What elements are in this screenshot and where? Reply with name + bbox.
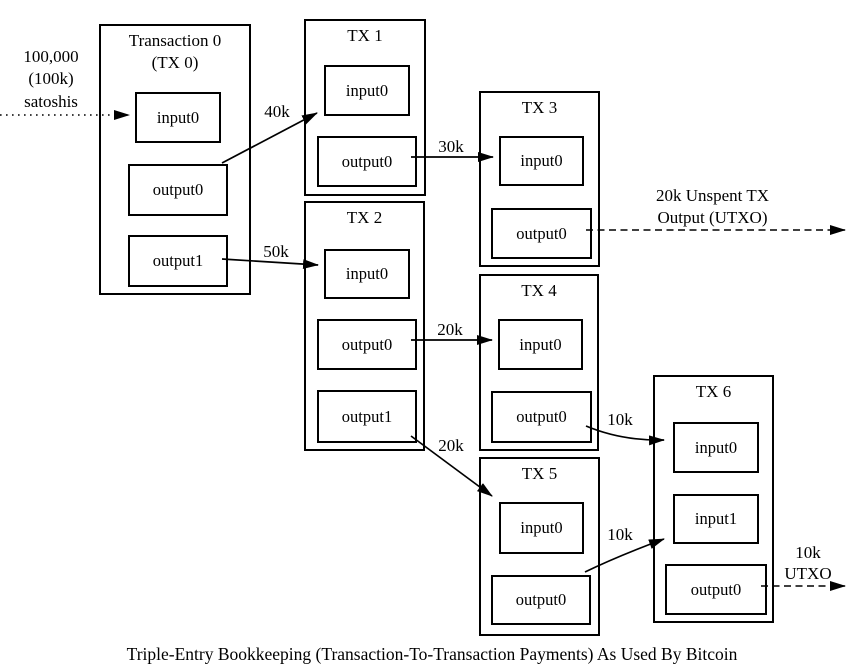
funding-amount-line2: (100k) bbox=[28, 69, 74, 89]
tx3-input0-box: input0 bbox=[499, 136, 584, 186]
tx5-title: TX 5 bbox=[521, 464, 558, 483]
tx0-output0-box: output0 bbox=[128, 164, 228, 216]
tx4-output0-box: output0 bbox=[491, 391, 592, 443]
tx6-title: TX 6 bbox=[695, 382, 732, 401]
tx1-input0-box: input0 bbox=[324, 65, 410, 116]
label-20k-tx5: 20k bbox=[438, 436, 464, 455]
tx2-output0-box: output0 bbox=[317, 319, 417, 370]
tx2-output1-box: output1 bbox=[317, 390, 417, 443]
tx6-input0-box: input0 bbox=[673, 422, 759, 473]
label-10k-utxo-line1: 10k bbox=[795, 543, 821, 562]
label-10k-tx6-in1: 10k bbox=[607, 525, 633, 544]
tx3-title: TX 3 bbox=[521, 98, 558, 117]
tx2-input0-box: input0 bbox=[324, 249, 410, 299]
tx6-box: TX 6 input0 input1 output0 bbox=[653, 375, 774, 623]
tx2-box: TX 2 input0 output0 output1 bbox=[304, 201, 425, 451]
tx4-input0-box: input0 bbox=[498, 319, 583, 370]
label-10k-tx6-in0: 10k bbox=[607, 410, 633, 429]
label-40k: 40k bbox=[264, 102, 290, 121]
label-20k-utxo-line2: Output (UTXO) bbox=[657, 208, 768, 227]
label-30k: 30k bbox=[438, 137, 464, 156]
tx0-output1-box: output1 bbox=[128, 235, 228, 287]
label-20k-utxo-line1: 20k Unspent TX bbox=[655, 186, 769, 205]
tx0-title: Transaction 0 (TX 0) bbox=[101, 30, 249, 73]
tx3-box: TX 3 input0 output0 bbox=[479, 91, 600, 267]
tx0-input0-box: input0 bbox=[135, 92, 221, 143]
tx0-box: Transaction 0 (TX 0) input0 output0 outp… bbox=[99, 24, 251, 295]
tx0-title-line1: Transaction 0 bbox=[128, 31, 222, 50]
tx3-output0-box: output0 bbox=[491, 208, 592, 259]
label-10k-utxo: 10k UTXO bbox=[775, 542, 841, 584]
tx0-title-line2: (TX 0) bbox=[151, 52, 199, 72]
funding-amount-label: 100,000 (100k) satoshis bbox=[5, 46, 97, 113]
tx6-output0-box: output0 bbox=[665, 564, 767, 615]
label-50k: 50k bbox=[263, 242, 289, 261]
funding-amount-line1: 100,000 bbox=[23, 47, 79, 66]
tx5-input0-box: input0 bbox=[499, 502, 584, 554]
tx1-title: TX 1 bbox=[347, 26, 383, 45]
tx5-output0-box: output0 bbox=[491, 575, 591, 625]
funding-amount-line3: satoshis bbox=[24, 91, 78, 111]
tx4-title: TX 4 bbox=[521, 281, 557, 300]
label-20k-tx4: 20k bbox=[437, 320, 463, 339]
label-10k-utxo-line2: UTXO bbox=[784, 564, 832, 583]
diagram-caption: Triple-Entry Bookkeeping (Transaction-To… bbox=[126, 644, 738, 664]
tx1-output0-box: output0 bbox=[317, 136, 417, 187]
tx1-box: TX 1 input0 output0 bbox=[304, 19, 426, 196]
label-20k-utxo: 20k Unspent TX Output (UTXO) bbox=[635, 185, 790, 229]
tx2-title: TX 2 bbox=[346, 208, 383, 227]
tx4-box: TX 4 input0 output0 bbox=[479, 274, 599, 451]
tx5-box: TX 5 input0 output0 bbox=[479, 457, 600, 636]
tx6-input1-box: input1 bbox=[673, 494, 759, 544]
